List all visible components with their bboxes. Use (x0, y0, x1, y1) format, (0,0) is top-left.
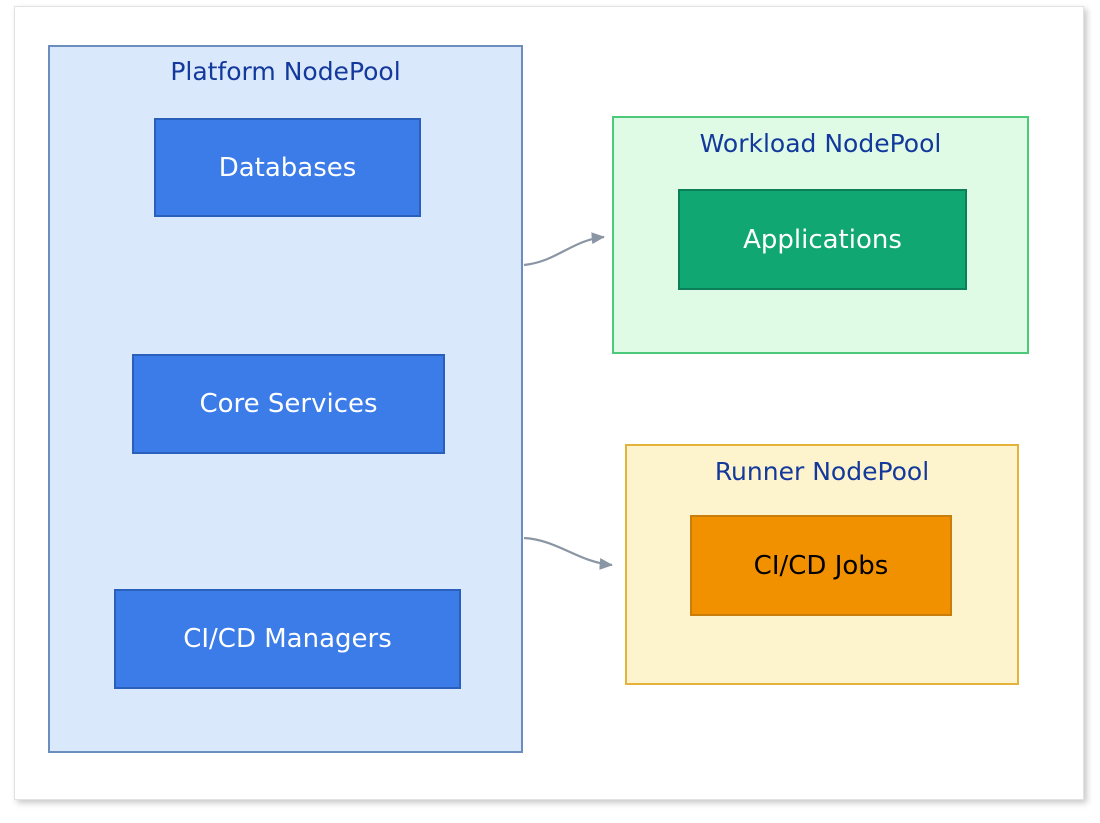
pool-platform-title: Platform NodePool (170, 57, 401, 86)
node-box-databases-label: Databases (218, 152, 357, 183)
pool-runner-title: Runner NodePool (714, 457, 930, 486)
pool-workload-nodepool[interactable]: Workload NodePool Applications (612, 116, 1029, 354)
node-box-databases[interactable]: Databases (154, 118, 421, 217)
node-box-cicd-jobs-label: CI/CD Jobs (753, 550, 889, 581)
arrow-platform-to-workload (523, 232, 605, 267)
arrow-platform-to-runner (523, 536, 613, 570)
pool-platform-nodepool[interactable]: Platform NodePool Databases Core Service… (48, 45, 523, 753)
node-box-applications[interactable]: Applications (678, 189, 967, 290)
pool-workload-title: Workload NodePool (699, 129, 942, 158)
node-box-core-services[interactable]: Core Services (132, 354, 445, 454)
node-box-core-services-label: Core Services (199, 389, 378, 419)
pool-runner-nodepool[interactable]: Runner NodePool CI/CD Jobs (625, 444, 1019, 685)
node-box-cicd-managers-label: CI/CD Managers (183, 624, 392, 654)
node-box-cicd-jobs[interactable]: CI/CD Jobs (690, 515, 952, 616)
node-box-cicd-managers[interactable]: CI/CD Managers (114, 589, 461, 689)
node-box-applications-label: Applications (743, 224, 902, 255)
